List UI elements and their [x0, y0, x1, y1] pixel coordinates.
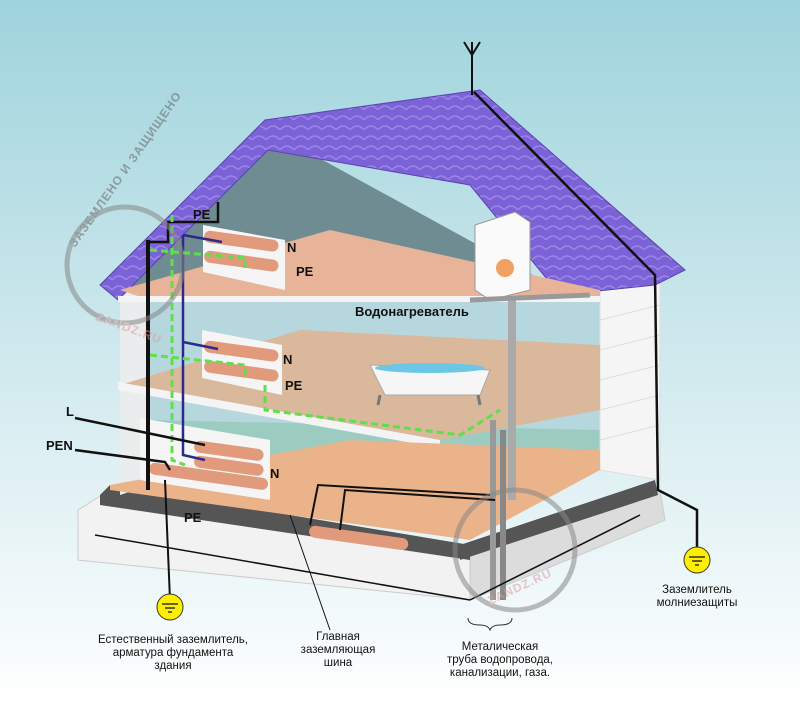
label-attic-n: N: [287, 240, 296, 255]
roof: [99, 89, 686, 301]
label-attic-pe-top: PE: [193, 207, 211, 222]
caption-lightning-ground: Заземлитель молниезащиты: [657, 584, 738, 609]
label-attic-pe: PE: [296, 264, 314, 279]
label-floor2-pe: PE: [285, 378, 303, 393]
svg-text:Главная: Главная: [316, 631, 360, 643]
caption-natural-ground: Естественный заземлитель, арматура фунда…: [98, 634, 248, 672]
label-floor2-n: N: [283, 352, 292, 367]
label-water-heater: Водонагреватель: [355, 304, 469, 319]
label-l: L: [66, 404, 74, 419]
svg-text:молниезащиты: молниезащиты: [657, 597, 738, 609]
svg-text:Металическая: Металическая: [462, 641, 538, 653]
svg-text:Естественный заземлитель,: Естественный заземлитель,: [98, 634, 248, 646]
svg-text:Заземлитель: Заземлитель: [662, 584, 732, 596]
bathtub-icon: [369, 363, 491, 406]
label-floor1-pe: PE: [184, 510, 202, 525]
antenna-icon: [463, 41, 481, 95]
wiring: [74, 202, 641, 631]
label-pen: PEN: [46, 438, 73, 453]
ground-symbol-icon: [683, 546, 711, 574]
caption-metal-pipe: Металическая труба водопровода, канализа…: [447, 641, 553, 679]
main-grounding-bus: [309, 525, 409, 551]
caption-main-bus: Главная заземляющая шина: [301, 631, 376, 669]
lightning-conductor: [473, 91, 699, 548]
label-floor1-n: N: [270, 466, 279, 481]
svg-text:здания: здания: [154, 660, 191, 672]
svg-text:арматура фундамента: арматура фундамента: [113, 647, 234, 659]
panel-floor2: [202, 330, 282, 395]
svg-text:труба водопровода,: труба водопровода,: [447, 654, 553, 666]
water-heater-icon: [469, 211, 591, 600]
svg-text:канализации, газа.: канализации, газа.: [450, 667, 550, 679]
svg-text:шина: шина: [324, 657, 353, 669]
svg-text:заземляющая: заземляющая: [301, 644, 376, 656]
ground-symbol-icon: [156, 593, 184, 621]
brace: [467, 617, 513, 632]
